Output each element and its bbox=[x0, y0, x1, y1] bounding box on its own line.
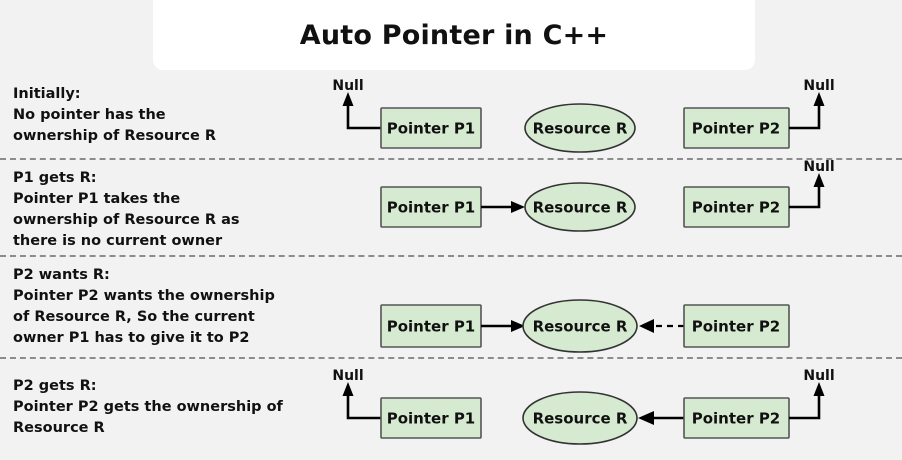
pointer-p2-label: Pointer P2 bbox=[692, 410, 781, 428]
resource-r-label: Resource R bbox=[533, 318, 628, 336]
divider-2 bbox=[0, 255, 902, 257]
pointer-p1-node[interactable]: Pointer P1 bbox=[380, 186, 482, 228]
p1-null-label: Null bbox=[332, 78, 363, 94]
pointer-p2-node[interactable]: Pointer P2 bbox=[683, 107, 790, 149]
row-p1-gets-r-description: P1 gets R: Pointer P1 takes the ownershi… bbox=[13, 170, 240, 249]
pointer-p2-node[interactable]: Pointer P2 bbox=[683, 186, 790, 228]
p1-null-edge bbox=[342, 92, 381, 130]
pointer-p2-label: Pointer P2 bbox=[692, 120, 781, 138]
resource-r-label: Resource R bbox=[533, 199, 628, 217]
pointer-p2-node[interactable]: Pointer P2 bbox=[683, 304, 790, 348]
resource-r-node[interactable]: Resource R bbox=[522, 299, 638, 353]
p2-null-label: Null bbox=[803, 368, 834, 384]
p2-to-resource-edge bbox=[638, 411, 684, 425]
pointer-p1-label: Pointer P1 bbox=[387, 199, 476, 217]
row-p2-gets-r: P2 gets R: Pointer P2 gets the ownership… bbox=[0, 360, 902, 460]
pointer-p2-label: Pointer P2 bbox=[692, 199, 781, 217]
divider-3 bbox=[0, 357, 902, 359]
p2-null-label: Null bbox=[803, 78, 834, 94]
row-p2-gets-r-diagram: Null Pointer P1 Resource R bbox=[325, 360, 902, 460]
pointer-p1-label: Pointer P1 bbox=[387, 120, 476, 138]
pointer-p2-label: Pointer P2 bbox=[692, 318, 781, 336]
p2-null-label: Null bbox=[803, 160, 834, 175]
row-p1-gets-r: P1 gets R: Pointer P1 takes the ownershi… bbox=[0, 160, 902, 255]
p1-to-resource-edge bbox=[481, 201, 525, 213]
divider-1 bbox=[0, 158, 902, 160]
row-initially-description: Initially: No pointer has the ownership … bbox=[13, 86, 217, 144]
row-initially-diagram: Null Pointer P1 Resource R Pointer P2 bbox=[325, 74, 902, 158]
row-p2-wants-r: P2 wants R: Pointer P2 wants the ownersh… bbox=[0, 258, 902, 356]
title-card: Auto Pointer in C++ bbox=[153, 0, 755, 70]
pointer-p2-node[interactable]: Pointer P2 bbox=[683, 397, 790, 439]
page-title: Auto Pointer in C++ bbox=[299, 19, 609, 51]
resource-r-label: Resource R bbox=[533, 120, 628, 138]
p1-null-edge bbox=[342, 382, 381, 420]
row-initially: Initially: No pointer has the ownership … bbox=[0, 74, 902, 158]
resource-r-node[interactable]: Resource R bbox=[524, 103, 636, 153]
row-p2-wants-r-diagram: Pointer P1 Resource R R dashed arrow poi… bbox=[325, 258, 902, 356]
resource-r-node[interactable]: Resource R bbox=[524, 182, 636, 232]
p1-null-label: Null bbox=[332, 368, 363, 384]
p2-null-edge bbox=[789, 173, 825, 209]
pointer-p1-label: Pointer P1 bbox=[387, 318, 476, 336]
resource-r-label: Resource R bbox=[533, 410, 628, 428]
p2-null-edge bbox=[789, 382, 825, 420]
pointer-p1-node[interactable]: Pointer P1 bbox=[380, 107, 482, 149]
row-p2-gets-r-description: P2 gets R: Pointer P2 gets the ownership… bbox=[13, 378, 283, 436]
row-p1-gets-r-diagram: Pointer P1 Resource R Pointer P2 bbox=[325, 160, 902, 255]
p2-null-edge bbox=[789, 92, 825, 130]
row-p2-wants-r-description: P2 wants R: Pointer P2 wants the ownersh… bbox=[13, 267, 275, 346]
resource-r-node[interactable]: Resource R bbox=[522, 391, 638, 445]
pointer-p1-node[interactable]: Pointer P1 bbox=[380, 304, 482, 348]
pointer-p1-node[interactable]: Pointer P1 bbox=[380, 397, 482, 439]
p2-to-resource-dashed-edge bbox=[639, 319, 684, 333]
p1-to-resource-edge bbox=[481, 320, 525, 332]
pointer-p1-label: Pointer P1 bbox=[387, 410, 476, 428]
